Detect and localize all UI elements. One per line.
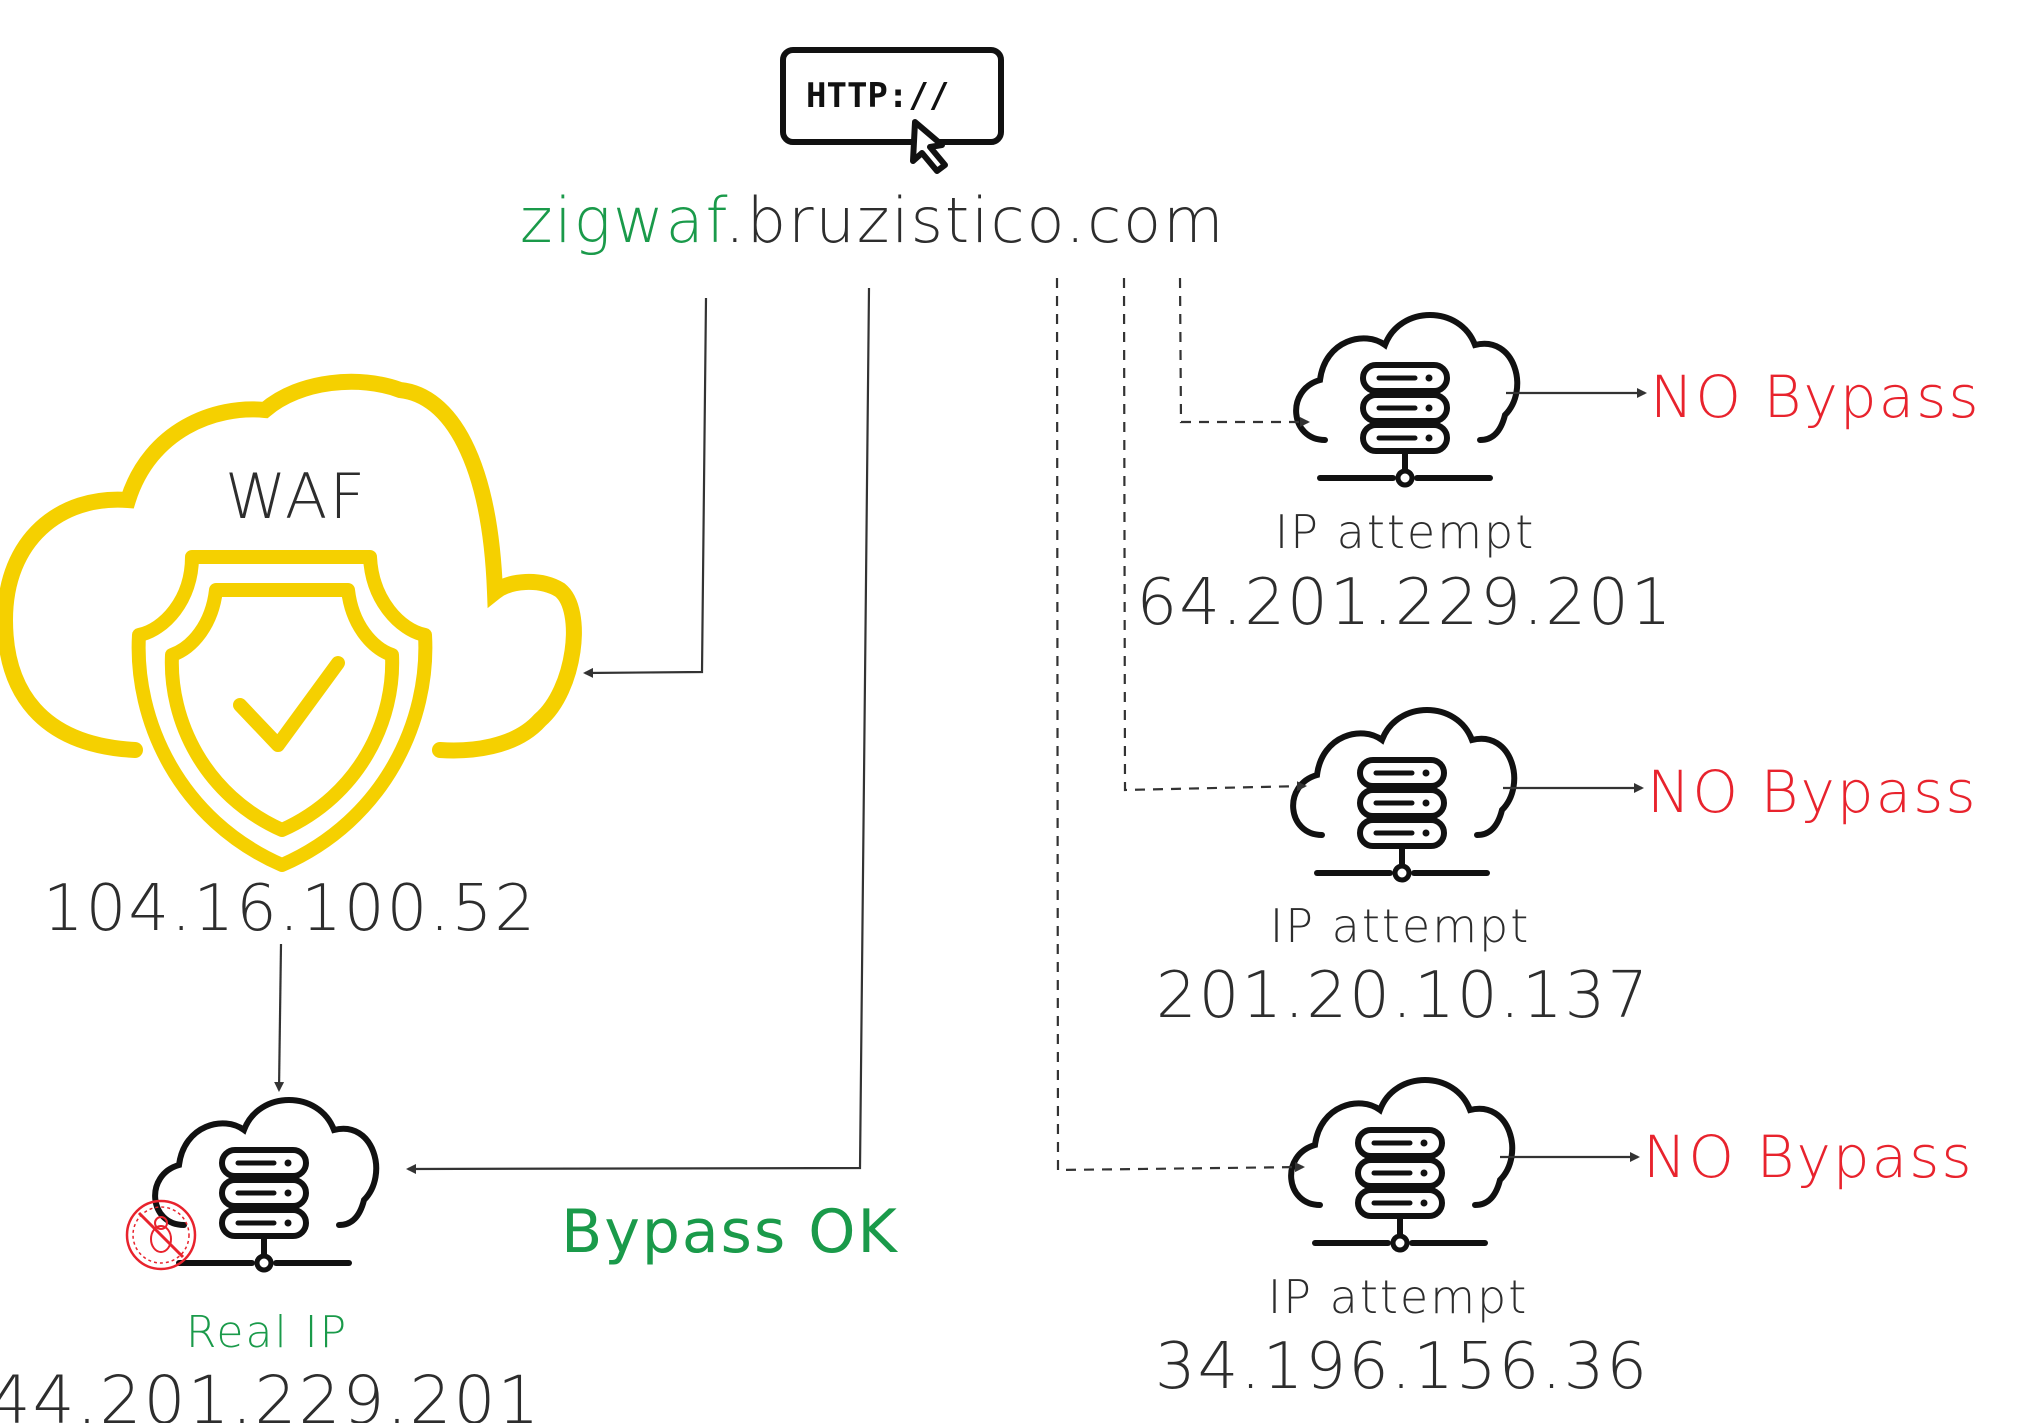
attempt-1-result: NO Bypass — [1650, 363, 1981, 431]
attempt-1-ip: 64.201.229.201 — [1137, 566, 1674, 640]
connectors — [274, 277, 1647, 1174]
attempt-server-icon-1 — [1296, 315, 1517, 485]
http-browser-icon: HTTP:// — [780, 47, 1004, 174]
waf-title: WAF — [225, 460, 367, 533]
attempt-3-label: IP attempt — [1268, 1270, 1529, 1324]
real-server-icon — [155, 1100, 376, 1270]
cursor-icon — [910, 119, 948, 174]
arrow-to-attempt-2 — [1122, 277, 1307, 792]
arrow-waf-to-real — [274, 943, 285, 1092]
attempt-1-label: IP attempt — [1275, 505, 1536, 559]
real-ip-label: Real IP — [186, 1307, 348, 1358]
url-domain: .bruzistico.com — [725, 184, 1226, 257]
attempt-2-result: NO Bypass — [1647, 758, 1978, 826]
bypass-ok-label: Bypass OK — [561, 1197, 899, 1267]
arrow-to-attempt-3 — [1055, 277, 1305, 1173]
bug-blocked-icon — [125, 1199, 197, 1271]
arrow-to-real-ip — [406, 287, 871, 1174]
attempt-server-icon-3 — [1291, 1080, 1512, 1250]
attempt-3-ip: 34.196.156.36 — [1155, 1330, 1649, 1404]
attempt-2-label: IP attempt — [1270, 899, 1531, 953]
arrow-to-waf — [583, 297, 708, 678]
attempt-3-result: NO Bypass — [1643, 1123, 1974, 1191]
real-ip-value: 44.201.229.201 — [0, 1362, 541, 1423]
attempt-2-ip: 201.20.10.137 — [1156, 959, 1650, 1033]
waf-ip: 104.16.100.52 — [43, 872, 537, 946]
arrow-to-attempt-1 — [1178, 277, 1310, 427]
url-subdomain: zigwaf — [520, 184, 728, 257]
waf-cloud-icon — [0, 373, 582, 872]
attempt-server-icon-2 — [1293, 710, 1514, 880]
http-badge-text: HTTP:// — [806, 76, 949, 116]
target-url: zigwaf.bruzistico.com — [520, 184, 1226, 257]
